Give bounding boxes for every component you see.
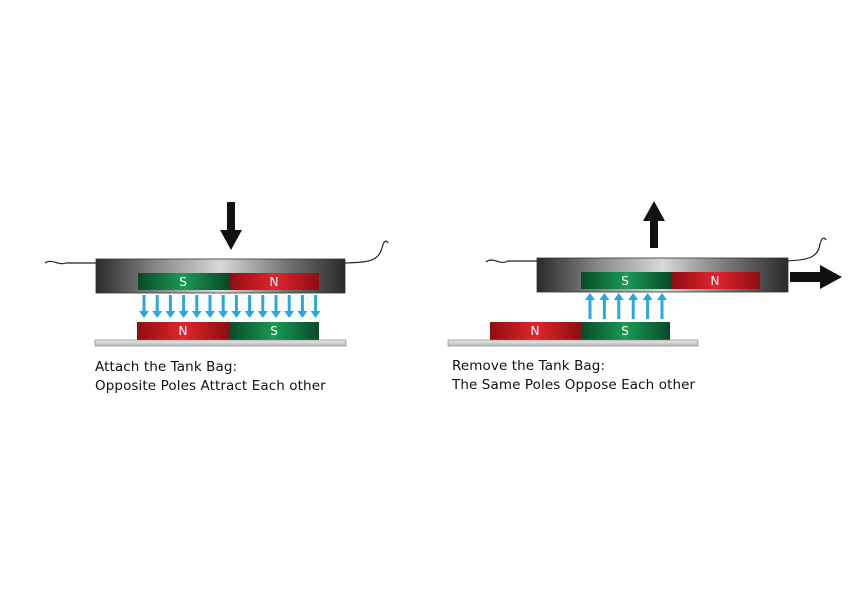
left-panel: S N N S xyxy=(44,202,389,347)
arrow-down-icon xyxy=(231,295,242,318)
caption-title: Attach the Tank Bag: xyxy=(95,359,238,375)
arrow-up-icon xyxy=(585,293,595,319)
pole-label: N xyxy=(711,274,720,288)
field-arrows-attract xyxy=(139,295,321,318)
arrow-up-icon xyxy=(642,293,653,319)
lower-magnet: N S xyxy=(490,322,670,340)
magnet-pole-red xyxy=(137,322,229,340)
magnet-pole-green xyxy=(581,272,671,289)
arrow-down-icon xyxy=(284,295,295,318)
arrow-down-icon xyxy=(165,295,176,318)
arrow-up-icon xyxy=(628,293,639,319)
arrow-up-icon xyxy=(657,293,667,319)
magnet-pole-red xyxy=(229,273,319,290)
caption-remove: Remove the Tank Bag: The Same Poles Oppo… xyxy=(452,357,695,395)
bag-fabric-line xyxy=(485,237,827,264)
arrow-up-icon xyxy=(599,293,610,319)
bag-fabric-line xyxy=(44,240,389,265)
arrow-down-icon xyxy=(220,202,242,250)
pole-label: N xyxy=(531,324,540,338)
caption-subtitle: Opposite Poles Attract Each other xyxy=(95,378,326,394)
field-arrows-oppose xyxy=(585,293,667,319)
pole-label: S xyxy=(621,274,629,288)
magnet-pole-green xyxy=(229,322,319,340)
arrow-up-icon xyxy=(613,293,624,319)
pole-label: S xyxy=(270,324,278,338)
caption-title: Remove the Tank Bag: xyxy=(452,358,606,374)
magnet-pole-green xyxy=(581,322,670,340)
arrow-down-icon xyxy=(310,295,321,318)
upper-magnet: S N xyxy=(138,273,319,290)
arrow-down-icon xyxy=(191,295,202,318)
pole-label: S xyxy=(179,275,187,289)
arrow-down-icon xyxy=(139,295,149,318)
arrow-down-icon xyxy=(218,295,229,318)
arrow-down-icon xyxy=(178,295,189,318)
pole-label: S xyxy=(621,324,629,338)
arrow-down-icon xyxy=(271,295,281,318)
arrow-down-icon xyxy=(297,295,308,318)
arrow-down-icon xyxy=(152,295,163,318)
base-plate xyxy=(447,339,699,347)
arrow-right-icon xyxy=(790,265,842,289)
caption-attach: Attach the Tank Bag: Opposite Poles Attr… xyxy=(95,358,326,396)
upper-magnet: S N xyxy=(581,272,760,289)
arrow-down-icon xyxy=(257,295,268,318)
magnet-pole-red xyxy=(490,322,581,340)
arrow-down-icon xyxy=(244,295,255,318)
right-panel: S N N S xyxy=(447,201,842,347)
caption-subtitle: The Same Poles Oppose Each other xyxy=(452,377,696,393)
pole-label: N xyxy=(179,324,188,338)
pole-label: N xyxy=(270,275,279,289)
arrow-up-icon xyxy=(643,201,665,248)
magnet-pole-red xyxy=(671,272,760,289)
arrow-down-icon xyxy=(205,295,215,318)
magnet-pole-green xyxy=(138,273,229,290)
base-plate xyxy=(94,339,347,347)
lower-magnet: N S xyxy=(137,322,319,340)
